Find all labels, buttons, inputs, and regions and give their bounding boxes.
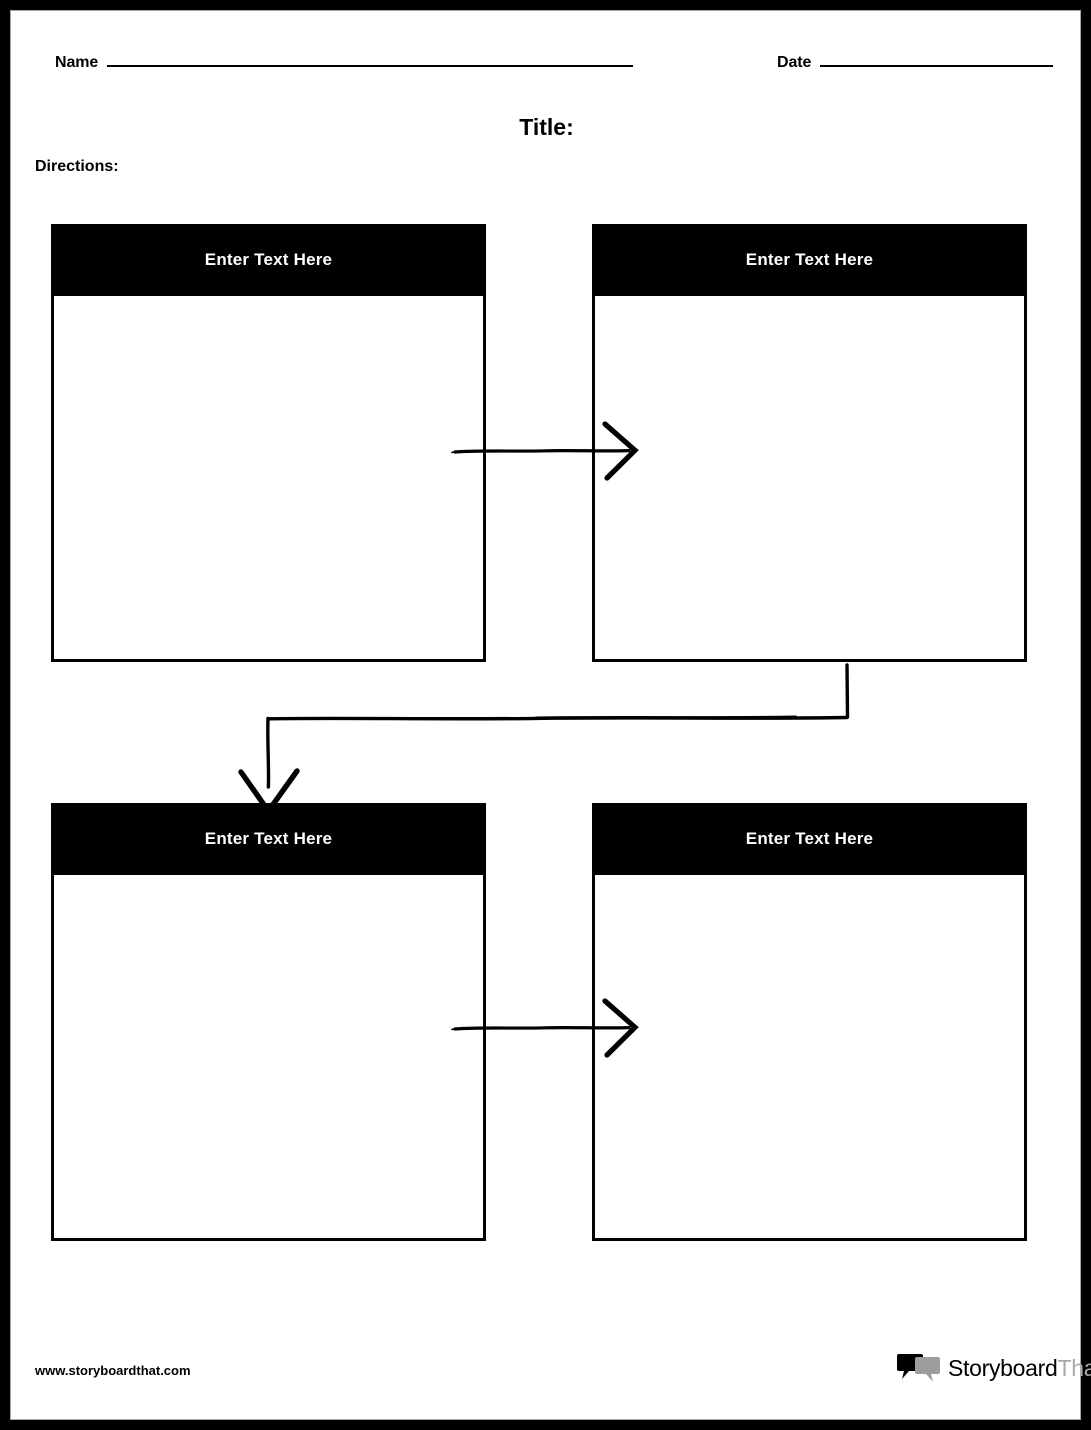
page-title[interactable]: Title: [519, 114, 574, 140]
storyboard-cell-4[interactable]: Enter Text Here [592, 803, 1027, 1241]
cell-3-header[interactable]: Enter Text Here [51, 803, 486, 875]
cell-1-body[interactable] [51, 296, 486, 662]
name-date-row: Name Date [55, 51, 1054, 81]
speech-bubbles-icon [897, 1354, 940, 1382]
cell-2-body[interactable] [592, 296, 1027, 662]
directions-label[interactable]: Directions: [35, 158, 119, 175]
worksheet-sheet: Name Date Title: Directions: Enter Text … [10, 10, 1091, 1420]
date-field[interactable]: Date [777, 51, 1054, 72]
storyboard-cell-1[interactable]: Enter Text Here [51, 224, 486, 662]
cell-2-header[interactable]: Enter Text Here [592, 224, 1027, 296]
cell-4-body[interactable] [592, 875, 1027, 1241]
logo-wordmark: StoryboardThat [948, 1355, 1091, 1382]
date-write-line[interactable] [820, 51, 1054, 67]
cell-1-header[interactable]: Enter Text Here [51, 224, 486, 296]
cell-4-header[interactable]: Enter Text Here [592, 803, 1027, 875]
name-write-line[interactable] [107, 51, 634, 67]
footer-url[interactable]: www.storyboardthat.com [35, 1363, 191, 1378]
name-field[interactable]: Name [55, 51, 634, 72]
arrow-cell2-to-cell3-icon [238, 663, 850, 816]
storyboardthat-logo[interactable]: StoryboardThat [897, 1347, 1091, 1389]
logo-text-primary: Storyboard [948, 1354, 1058, 1381]
name-label: Name [55, 54, 99, 71]
storyboard-cell-3[interactable]: Enter Text Here [51, 803, 486, 1241]
storyboard-cell-2[interactable]: Enter Text Here [592, 224, 1027, 662]
date-label: Date [777, 54, 812, 71]
cell-3-body[interactable] [51, 875, 486, 1241]
logo-text-secondary: That [1057, 1354, 1091, 1381]
